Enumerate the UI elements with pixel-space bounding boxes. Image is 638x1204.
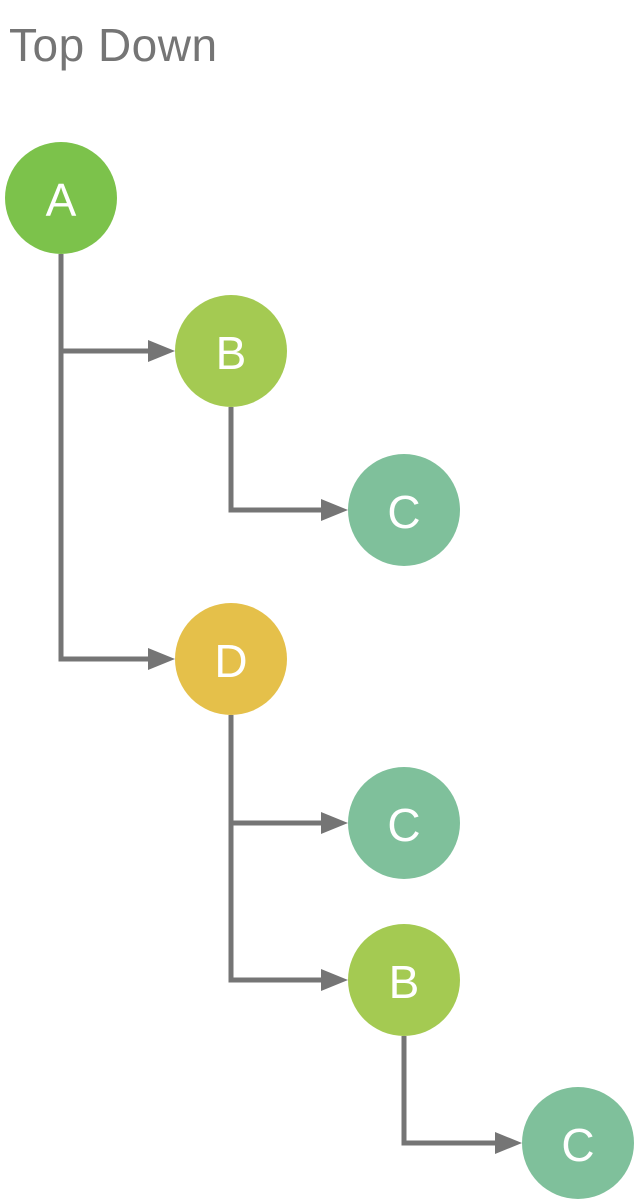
- edge-B2-to-C3: [401, 1036, 522, 1154]
- node-circle-C3: [522, 1087, 634, 1199]
- arrowhead-icon: [321, 969, 348, 991]
- arrowhead-icon: [321, 499, 348, 521]
- tree-node-C2: C: [348, 767, 460, 879]
- edge-line: [228, 407, 324, 513]
- arrowhead-icon: [495, 1132, 522, 1154]
- node-label-C1: C: [387, 486, 420, 538]
- node-circle-B1: [175, 295, 287, 407]
- arrowhead-icon: [148, 648, 175, 670]
- edge-line: [58, 254, 151, 662]
- node-circle-D: [175, 603, 287, 715]
- node-circle-B2: [348, 924, 460, 1036]
- tree-node-A: A: [5, 142, 117, 254]
- node-circle-C2: [348, 767, 460, 879]
- node-circle-C1: [348, 454, 460, 566]
- edge-D-to-C2: [228, 715, 348, 834]
- tree-node-B2: B: [348, 924, 460, 1036]
- node-label-B2: B: [389, 956, 420, 1008]
- node-label-A: A: [46, 174, 77, 226]
- diagram-title: Top Down: [9, 19, 218, 71]
- node-label-D: D: [214, 635, 247, 687]
- edge-A-to-B1: [58, 254, 175, 362]
- edge-line: [401, 1036, 498, 1146]
- tree-node-B1: B: [175, 295, 287, 407]
- tree-node-C1: C: [348, 454, 460, 566]
- node-label-C2: C: [387, 799, 420, 851]
- arrowhead-icon: [321, 812, 348, 834]
- node-label-B1: B: [216, 327, 247, 379]
- node-circle-A: [5, 142, 117, 254]
- edge-line: [58, 254, 151, 354]
- edge-D-to-B2: [228, 715, 348, 991]
- node-label-C3: C: [561, 1119, 594, 1171]
- arrowhead-icon: [148, 340, 175, 362]
- edge-A-to-D: [58, 254, 175, 670]
- edge-line: [228, 715, 324, 983]
- tree-node-C3: C: [522, 1087, 634, 1199]
- edge-line: [228, 715, 324, 826]
- tree-node-D: D: [175, 603, 287, 715]
- edge-B1-to-C1: [228, 407, 348, 521]
